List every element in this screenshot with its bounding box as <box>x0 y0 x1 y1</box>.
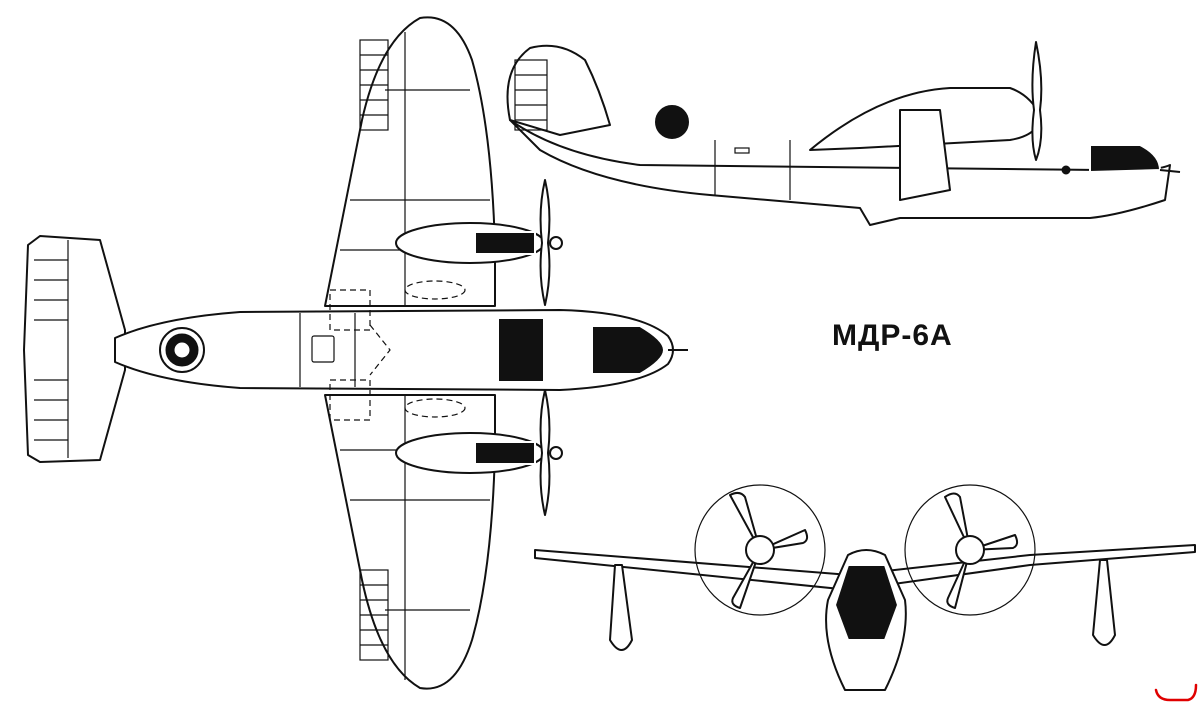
top-view-propeller-upper <box>539 179 551 306</box>
side-view-nose-glazing <box>1089 144 1162 174</box>
corner-mark <box>1154 683 1198 702</box>
top-view-canopy <box>497 317 545 383</box>
top-view-propeller-lower <box>539 389 551 516</box>
side-view-propeller <box>1031 41 1043 161</box>
front-view-propeller-disc-left <box>694 484 826 616</box>
front-view-float-right <box>1092 559 1116 646</box>
top-view <box>23 16 688 690</box>
aircraft-title: МДР-6А <box>832 319 953 352</box>
side-view <box>506 41 1181 226</box>
front-view-wing <box>534 544 1196 591</box>
side-view-turret <box>653 103 691 141</box>
front-view-float-left <box>609 564 633 651</box>
front-view-spinner-left <box>745 535 775 565</box>
top-view-nose-glazing <box>591 325 666 375</box>
top-view-tailplane <box>23 235 126 463</box>
front-view-spinner-right <box>955 535 985 565</box>
front-view-propeller-disc-right <box>904 484 1036 616</box>
side-view-hull <box>509 119 1171 226</box>
side-view-tail-fin <box>506 44 611 136</box>
front-view <box>534 484 1196 691</box>
